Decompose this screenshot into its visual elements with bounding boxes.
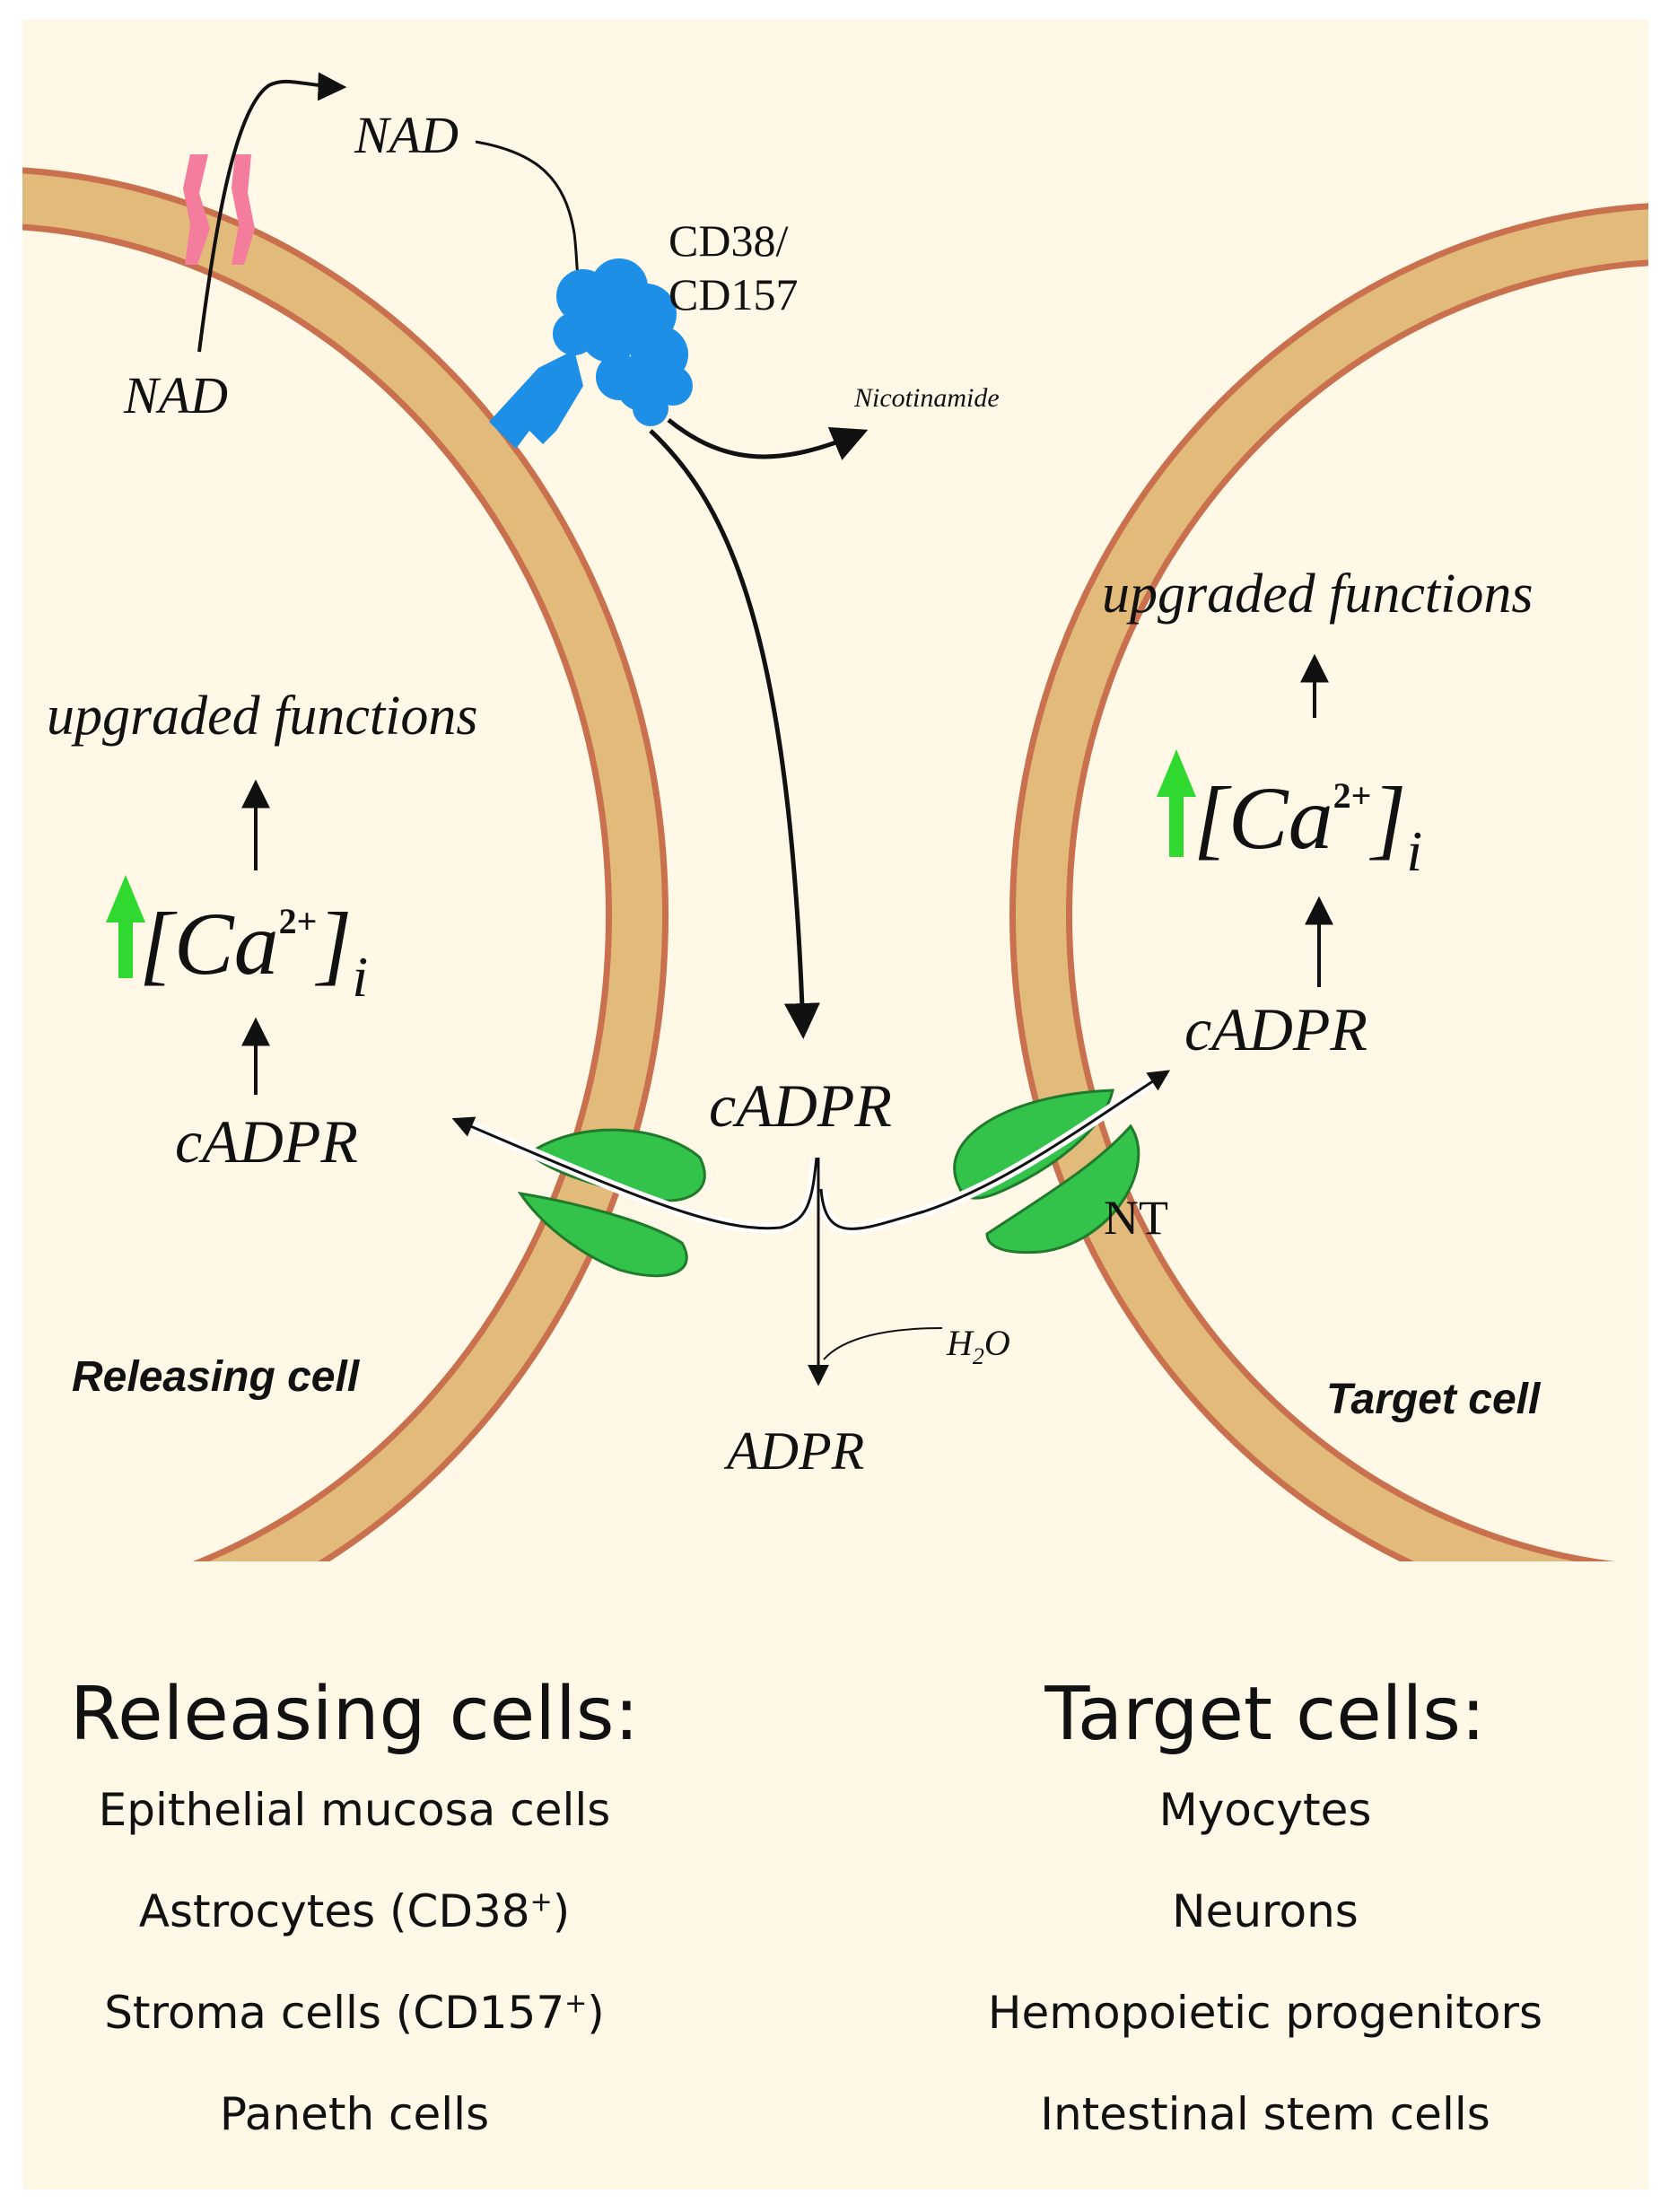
- target-cells-title: Target cells:: [1044, 1672, 1486, 1757]
- cadpr-to-target-arrow: [819, 1070, 1171, 1230]
- adpr-label: ADPR: [723, 1421, 864, 1481]
- calcium-left-label: [Ca2+]i: [139, 894, 368, 1009]
- cd38-enzyme: [489, 258, 693, 449]
- nicotinamide-arrow: [667, 418, 869, 460]
- releasing-cell-item: Epithelial mucosa cells: [98, 1784, 611, 1836]
- nad-inner-label: NAD: [123, 366, 228, 424]
- releasing-cells-list: Releasing cells: Epithelial mucosa cells…: [36, 1678, 673, 2193]
- left-calcium-increase-arrow: [106, 875, 145, 978]
- water-line: [823, 1327, 943, 1360]
- target-cell-item: Hemopoietic progenitors: [987, 1987, 1543, 2039]
- nt-label: NT: [1104, 1191, 1168, 1245]
- nicotinamide-label: Nicotinamide: [853, 383, 1000, 413]
- right-transporter: [953, 1089, 1140, 1255]
- nad-channel: [183, 154, 255, 265]
- enzyme-label-line1: CD38/: [668, 215, 788, 266]
- releasing-cell-membrane: [0, 166, 668, 1665]
- target-cell-label: Target cell: [1326, 1376, 1542, 1423]
- target-cell-item: Myocytes: [1158, 1784, 1372, 1836]
- cadpr-to-releasing-arrow: [451, 1116, 818, 1230]
- target-cell-membrane: [1009, 202, 1669, 1629]
- releasing-cell-item: Paneth cells: [219, 2088, 490, 2140]
- releasing-cell-item: Astrocytes (CD38+): [138, 1885, 571, 1937]
- right-calcium-increase-arrow: [1157, 749, 1196, 857]
- upgraded-functions-left: upgraded functions: [47, 686, 477, 747]
- nad-export-arrow: [197, 72, 347, 353]
- cadpr-right-label: cADPR: [1184, 995, 1368, 1063]
- nad-outer-label: NAD: [354, 106, 459, 164]
- water-label: H2O: [946, 1323, 1010, 1369]
- releasing-cell-label: Releasing cell: [72, 1353, 361, 1401]
- target-cell-item: Intestinal stem cells: [1040, 2088, 1490, 2140]
- target-cell-item: Neurons: [1172, 1885, 1359, 1937]
- lower-panel-cover: [22, 1561, 1648, 2190]
- releasing-cell-item: Stroma cells (CD157+): [104, 1987, 605, 2039]
- upgraded-functions-right: upgraded functions: [1102, 564, 1533, 625]
- cadpr-center-label: cADPR: [709, 1071, 892, 1140]
- calcium-right-label: [Ca2+]i: [1193, 768, 1422, 883]
- enzyme-label-line2: CD157: [668, 269, 798, 319]
- cadpr-left-label: cADPR: [175, 1107, 358, 1176]
- target-cells-list: Target cells: Myocytes Neurons Hemopoiet…: [933, 1678, 1597, 2193]
- enzyme-to-cadpr-arrow: [649, 429, 820, 1039]
- releasing-cells-title: Releasing cells:: [69, 1672, 640, 1757]
- left-transporter: [517, 1128, 706, 1278]
